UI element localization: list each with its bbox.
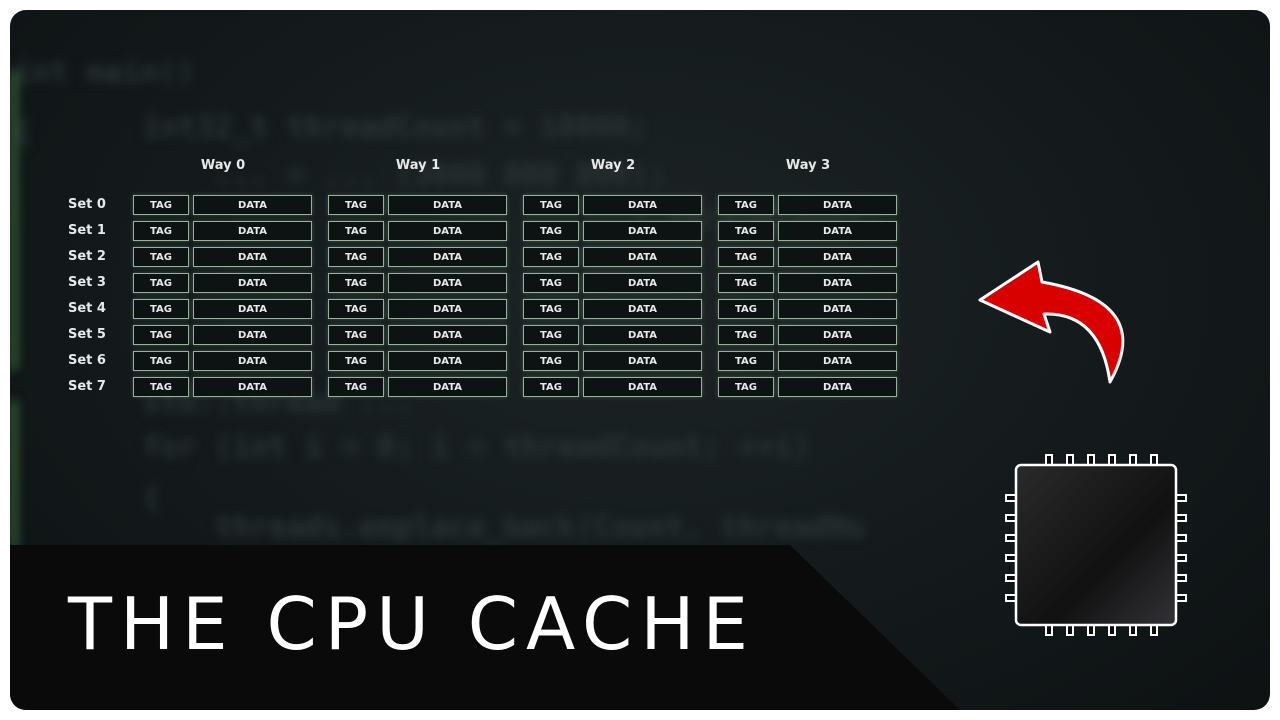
tag-cell: TAG xyxy=(133,325,189,345)
tag-cell: TAG xyxy=(133,247,189,267)
data-cell: DATA xyxy=(388,377,507,397)
data-cell: DATA xyxy=(193,221,312,241)
data-cell: DATA xyxy=(583,195,702,215)
code-line: int main() xyxy=(14,55,195,90)
data-cell: DATA xyxy=(583,273,702,293)
data-cell: DATA xyxy=(388,221,507,241)
code-line-marker xyxy=(12,70,16,370)
tag-cell: TAG xyxy=(328,195,384,215)
tag-cell: TAG xyxy=(133,377,189,397)
set-label: Set 2 xyxy=(68,249,106,264)
set-label: Set 6 xyxy=(68,353,106,368)
set-label: Set 5 xyxy=(68,327,106,342)
data-cell: DATA xyxy=(778,299,897,319)
data-cell: DATA xyxy=(193,325,312,345)
tag-cell: TAG xyxy=(718,221,774,241)
data-cell: DATA xyxy=(193,195,312,215)
tag-cell: TAG xyxy=(523,195,579,215)
data-cell: DATA xyxy=(193,351,312,371)
code-line: int32_t threadCount = 10000; xyxy=(70,110,648,145)
set-label: Set 0 xyxy=(68,197,106,212)
set-label: Set 3 xyxy=(68,275,106,290)
tag-cell: TAG xyxy=(718,195,774,215)
tag-cell: TAG xyxy=(718,325,774,345)
tag-cell: TAG xyxy=(523,377,579,397)
tag-cell: TAG xyxy=(133,351,189,371)
data-cell: DATA xyxy=(388,195,507,215)
tag-cell: TAG xyxy=(523,273,579,293)
tag-cell: TAG xyxy=(133,299,189,319)
data-cell: DATA xyxy=(388,325,507,345)
tag-cell: TAG xyxy=(523,221,579,241)
tag-cell: TAG xyxy=(328,221,384,241)
tag-cell: TAG xyxy=(523,247,579,267)
data-cell: DATA xyxy=(583,325,702,345)
data-cell: DATA xyxy=(388,299,507,319)
tag-cell: TAG xyxy=(523,299,579,319)
data-cell: DATA xyxy=(193,377,312,397)
page-title: THE CPU CACHE xyxy=(68,582,756,666)
tag-cell: TAG xyxy=(718,299,774,319)
data-cell: DATA xyxy=(583,221,702,241)
data-cell: DATA xyxy=(583,377,702,397)
data-cell: DATA xyxy=(778,221,897,241)
data-cell: DATA xyxy=(583,247,702,267)
code-line: std::thread ... xyxy=(70,385,414,420)
way-label: Way 3 xyxy=(785,158,831,173)
data-cell: DATA xyxy=(778,247,897,267)
data-cell: DATA xyxy=(583,351,702,371)
cpu-chip-icon xyxy=(1005,454,1187,636)
code-line: { xyxy=(14,115,33,150)
data-cell: DATA xyxy=(778,351,897,371)
data-cell: DATA xyxy=(193,247,312,267)
code-line: { xyxy=(70,480,161,515)
code-line: threads.emplace_back(Count, threadNu xyxy=(70,510,865,545)
curved-arrow-icon xyxy=(978,260,1125,384)
data-cell: DATA xyxy=(193,273,312,293)
data-cell: DATA xyxy=(388,273,507,293)
data-cell: DATA xyxy=(778,195,897,215)
data-cell: DATA xyxy=(778,273,897,293)
title-banner xyxy=(10,545,960,710)
way-label: Way 2 xyxy=(590,158,636,173)
code-line: ... = ... (3000 000 000); xyxy=(70,158,667,193)
tag-cell: TAG xyxy=(328,351,384,371)
way-label: Way 0 xyxy=(200,158,246,173)
tag-cell: TAG xyxy=(718,273,774,293)
tag-cell: TAG xyxy=(133,273,189,293)
tag-cell: TAG xyxy=(523,325,579,345)
tag-cell: TAG xyxy=(133,221,189,241)
set-label: Set 7 xyxy=(68,379,106,394)
tag-cell: TAG xyxy=(718,247,774,267)
data-cell: DATA xyxy=(388,247,507,267)
data-cell: DATA xyxy=(583,299,702,319)
data-cell: DATA xyxy=(778,325,897,345)
data-cell: DATA xyxy=(778,377,897,397)
tag-cell: TAG xyxy=(523,351,579,371)
tag-cell: TAG xyxy=(133,195,189,215)
blurred-code-background: int main() { int32_t threadCount = 10000… xyxy=(10,10,1270,710)
code-line: for (int i = 0; i < threadCount; ++i) xyxy=(70,430,811,465)
set-label: Set 1 xyxy=(68,223,106,238)
tag-cell: TAG xyxy=(328,273,384,293)
data-cell: DATA xyxy=(388,351,507,371)
thumbnail-frame: int main() { int32_t threadCount = 10000… xyxy=(10,10,1270,710)
way-label: Way 1 xyxy=(395,158,441,173)
tag-cell: TAG xyxy=(328,325,384,345)
tag-cell: TAG xyxy=(718,351,774,371)
code-line-marker xyxy=(12,400,16,550)
data-cell: DATA xyxy=(193,299,312,319)
set-label: Set 4 xyxy=(68,301,106,316)
tag-cell: TAG xyxy=(718,377,774,397)
tag-cell: TAG xyxy=(328,247,384,267)
tag-cell: TAG xyxy=(328,377,384,397)
tag-cell: TAG xyxy=(328,299,384,319)
